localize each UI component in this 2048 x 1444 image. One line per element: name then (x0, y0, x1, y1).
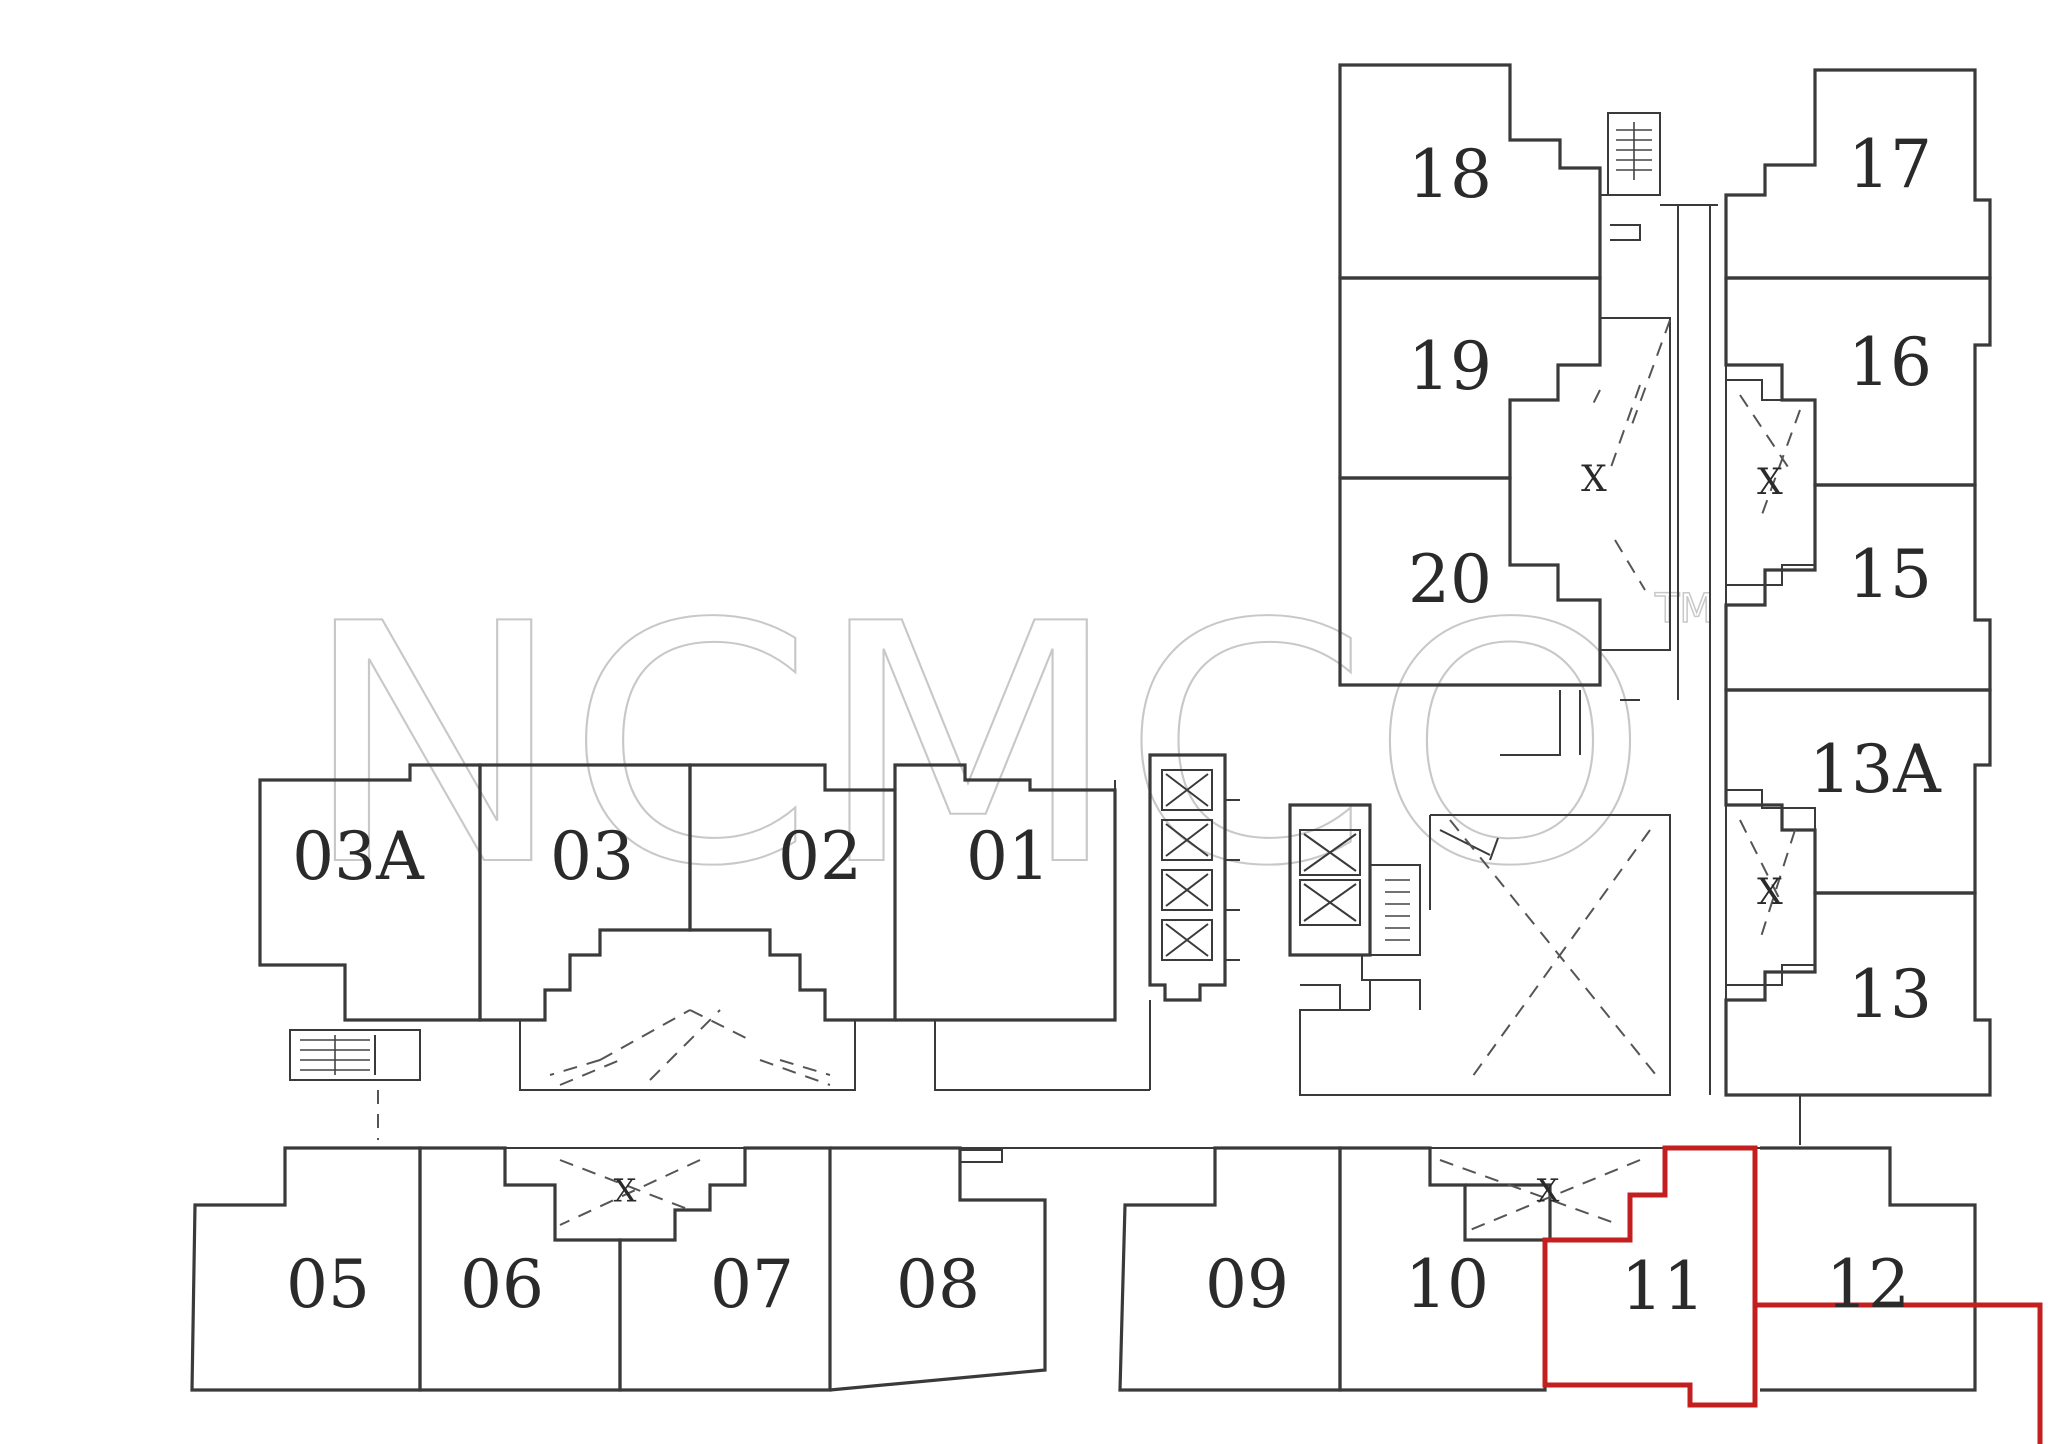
unit-11-label[interactable]: 11 (1621, 1248, 1705, 1325)
unit-09-label[interactable]: 09 (1205, 1246, 1289, 1323)
x-mark: X (614, 1172, 637, 1210)
unit-02-label[interactable]: 02 (778, 818, 862, 895)
tower-right-block: X (1724, 68, 1992, 692)
south-west-block: X (190, 1146, 1047, 1392)
unit-20-label[interactable]: 20 (1408, 541, 1492, 618)
watermark: NCMCO TM (299, 553, 1715, 939)
unit-17-label[interactable]: 17 (1848, 126, 1932, 203)
unit-labels: 18 17 19 16 20 15 13A 13 03A 03 02 01 05… (286, 126, 1942, 1325)
unit-12-label[interactable]: 12 (1826, 1246, 1910, 1323)
block-13: X (1724, 688, 1992, 1145)
unit-08-label[interactable]: 08 (896, 1246, 980, 1323)
unit-15-label[interactable]: 15 (1848, 536, 1932, 613)
unit-06-label[interactable]: 06 (460, 1246, 544, 1323)
watermark-tm: TM (1654, 586, 1714, 632)
tower-left-block: X (1338, 63, 1718, 687)
unit-05-label[interactable]: 05 (286, 1246, 370, 1323)
unit-18-label[interactable]: 18 (1408, 136, 1492, 213)
unit-03-label[interactable]: 03 (550, 818, 634, 895)
core (1148, 753, 1671, 1096)
south-east-block: X (1118, 1146, 1977, 1392)
unit-03a-label[interactable]: 03A (292, 818, 425, 895)
unit-16-label[interactable]: 16 (1848, 324, 1932, 401)
x-mark: X (1757, 462, 1783, 503)
west-wing-top (258, 763, 1150, 1091)
unit-10-label[interactable]: 10 (1405, 1246, 1489, 1323)
x-mark: X (1537, 1172, 1560, 1210)
unit-11-highlight (1542, 1145, 1758, 1408)
west-stair (289, 1029, 421, 1140)
unit-19-label[interactable]: 19 (1408, 328, 1492, 405)
x-mark: X (1581, 459, 1607, 500)
watermark-text: NCMCO (300, 554, 1650, 938)
highlight-leader-line (1755, 1302, 2043, 1444)
x-mark: X (1757, 872, 1783, 913)
unit-13-label[interactable]: 13 (1848, 956, 1932, 1033)
unit-07-label[interactable]: 07 (710, 1246, 794, 1323)
unit-13a-label[interactable]: 13A (1809, 731, 1942, 808)
unit-01-label[interactable]: 01 (966, 818, 1050, 895)
